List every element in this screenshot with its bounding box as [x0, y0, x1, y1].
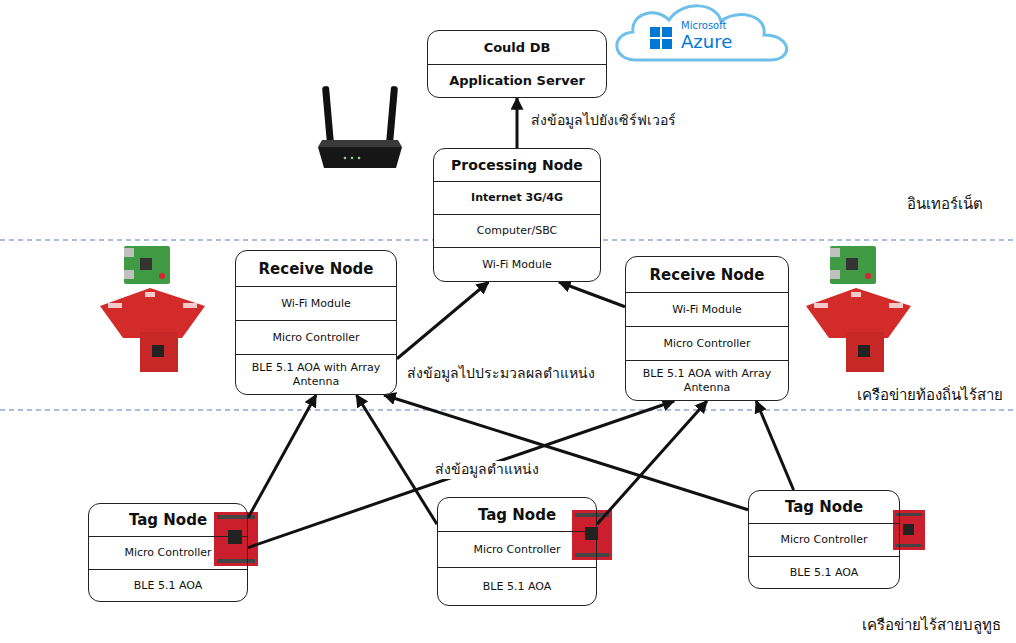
antenna-element	[145, 292, 155, 297]
logo-text: Microsoft	[678, 20, 730, 33]
antenna-element	[108, 303, 122, 308]
layer-divider	[0, 409, 1016, 411]
antenna-element	[889, 303, 903, 308]
chip	[903, 524, 914, 535]
launchpad-board	[214, 512, 258, 566]
layer-label: เครือข่ายไร้สายบลูทูธ	[859, 616, 1004, 635]
component-box: Tag NodeMicro ControllerBLE 5.1 AOA	[748, 490, 900, 589]
box-row: Micro Controller	[749, 523, 899, 556]
component-box: Could DBApplication Server	[427, 30, 607, 98]
box-row: BLE 5.1 AOA	[89, 569, 247, 601]
antenna-array-board	[806, 288, 911, 338]
usb-port	[124, 248, 134, 257]
receiver-hardware	[100, 246, 205, 372]
antenna-array-board	[100, 288, 205, 338]
layer-label: เครือข่ายท้องถิ่นไร้สาย	[854, 386, 1006, 405]
router-body	[318, 140, 402, 147]
box-row: BLE 5.1 AOA with Array Antenna	[236, 354, 396, 394]
data-flow-arrow	[397, 282, 488, 359]
data-flow-arrow	[248, 401, 674, 548]
windows-logo	[662, 39, 672, 49]
cloud-outline	[617, 6, 787, 60]
logo-dot	[865, 273, 871, 279]
edge-label: ส่งข้อมูลไปประมวลผลตำแหน่ง	[404, 365, 598, 383]
windows-logo	[650, 39, 660, 49]
component-box: Tag NodeMicro ControllerBLE 5.1 AOA	[88, 503, 248, 602]
box-row: Micro Controller	[438, 531, 596, 567]
box-row: Application Server	[428, 64, 606, 97]
launchpad-board	[893, 510, 925, 550]
chip	[858, 345, 870, 357]
box-row: Micro Controller	[626, 326, 788, 360]
antenna-element	[851, 292, 861, 297]
router-icon	[318, 86, 402, 168]
tag-board	[214, 512, 258, 566]
chip	[846, 258, 858, 270]
router-antenna	[322, 86, 334, 144]
box-row: Micro Controller	[236, 320, 396, 354]
box-heading: Processing Node	[434, 149, 600, 181]
antenna-element	[183, 303, 197, 308]
box-row: BLE 5.1 AOA	[438, 567, 596, 605]
box-heading: Could DB	[428, 31, 606, 64]
box-row: Computer/SBC	[434, 214, 600, 247]
router-body	[318, 147, 402, 168]
data-flow-arrow	[357, 395, 438, 524]
launchpad-board	[846, 332, 884, 372]
box-row: BLE 5.1 AOA with Array Antenna	[626, 360, 788, 400]
data-flow-arrow	[756, 401, 793, 490]
data-flow-arrow	[597, 401, 707, 524]
raspberry-pi-board	[830, 246, 876, 284]
edge-label: ส่งข้อมูลไปยังเซิร์ฟเวอร์	[528, 112, 679, 130]
component-box: Receive NodeWi-Fi ModuleMicro Controller…	[625, 256, 789, 401]
box-row: Wi-Fi Module	[626, 292, 788, 326]
logo-text: Azure	[678, 31, 735, 54]
box-row: Wi-Fi Module	[236, 286, 396, 320]
usb-port	[830, 270, 840, 279]
raspberry-pi-board	[124, 246, 170, 284]
box-row: Wi-Fi Module	[434, 247, 600, 281]
box-heading: Receive Node	[626, 257, 788, 292]
component-box: Receive NodeWi-Fi ModuleMicro Controller…	[235, 250, 397, 395]
box-heading: Tag Node	[438, 498, 596, 531]
logo-dot	[159, 273, 165, 279]
chip	[152, 345, 164, 357]
router-light	[358, 157, 361, 160]
launchpad-board	[140, 332, 178, 372]
box-row: Internet 3G/4G	[434, 181, 600, 214]
layer-label: ส่งข้อมูลตำแหน่ง	[432, 461, 542, 479]
windows-logo	[662, 27, 672, 37]
box-heading: Receive Node	[236, 251, 396, 286]
component-box: Processing NodeInternet 3G/4GComputer/SB…	[433, 148, 601, 282]
data-flow-arrow	[384, 395, 748, 510]
usb-port	[830, 248, 840, 257]
router-antenna	[386, 86, 398, 144]
router-light	[344, 157, 347, 160]
box-row: Micro Controller	[89, 536, 247, 569]
usb-port	[124, 270, 134, 279]
header-pins	[217, 559, 255, 563]
windows-logo	[650, 27, 660, 37]
tag-board	[572, 510, 612, 560]
tag-board	[893, 510, 925, 550]
data-flow-arrow	[516, 98, 519, 148]
component-box: Tag NodeMicro ControllerBLE 5.1 AOA	[437, 497, 597, 606]
launchpad-board	[572, 510, 612, 560]
box-heading: Tag Node	[749, 491, 899, 523]
box-row: BLE 5.1 AOA	[749, 556, 899, 588]
antenna-element	[814, 303, 828, 308]
data-flow-arrow	[248, 395, 316, 518]
chip	[228, 530, 242, 544]
azure-logo	[617, 6, 787, 60]
router-light	[351, 157, 354, 160]
data-flow-arrow	[559, 282, 625, 307]
receiver-hardware	[806, 246, 911, 372]
box-heading: Tag Node	[89, 504, 247, 536]
header-pins	[575, 553, 609, 557]
chip	[140, 258, 152, 270]
layer-label: อินเทอร์เน็ต	[904, 195, 986, 214]
